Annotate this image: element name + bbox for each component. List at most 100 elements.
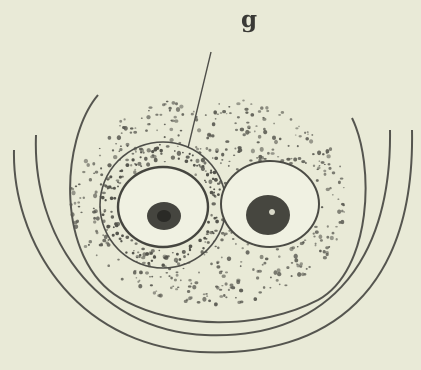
granule xyxy=(294,258,298,262)
granule xyxy=(96,254,98,256)
granule xyxy=(102,239,106,243)
granule xyxy=(145,129,148,132)
granule xyxy=(213,217,216,220)
granule xyxy=(279,284,281,286)
granule xyxy=(78,183,81,185)
granule xyxy=(175,288,178,290)
granule xyxy=(149,276,151,278)
granule xyxy=(203,293,206,295)
granule xyxy=(206,147,209,150)
granule xyxy=(139,256,141,258)
granule xyxy=(95,171,98,174)
granule xyxy=(107,264,110,267)
granule xyxy=(105,185,108,188)
granule xyxy=(190,296,192,299)
granule xyxy=(219,289,222,291)
granule xyxy=(146,115,150,119)
granule xyxy=(232,238,235,240)
granule xyxy=(277,156,279,157)
granule xyxy=(164,124,166,126)
granule xyxy=(141,248,145,251)
granule xyxy=(271,152,275,155)
granule xyxy=(210,191,214,195)
granule xyxy=(113,155,117,159)
granule xyxy=(130,239,133,241)
granule xyxy=(340,178,344,180)
granule xyxy=(158,250,160,251)
granule xyxy=(88,244,90,246)
granule xyxy=(146,162,150,166)
granule xyxy=(100,183,102,185)
granule xyxy=(291,275,293,277)
granule xyxy=(209,186,211,188)
granule xyxy=(218,103,220,105)
granule xyxy=(311,134,313,135)
granule xyxy=(188,279,191,282)
granule xyxy=(69,203,72,206)
granule xyxy=(117,185,119,187)
granule xyxy=(142,152,144,154)
granule xyxy=(230,287,232,289)
granule xyxy=(120,240,122,242)
granule xyxy=(170,286,173,289)
granule xyxy=(337,209,341,214)
granule xyxy=(110,197,114,201)
granule xyxy=(290,158,292,159)
granule xyxy=(164,161,166,162)
granule xyxy=(115,232,119,236)
granule xyxy=(234,122,236,124)
granule xyxy=(147,148,151,152)
granule xyxy=(219,188,221,190)
granule xyxy=(329,147,332,151)
granule xyxy=(241,247,243,249)
granule xyxy=(237,116,240,118)
granule xyxy=(72,191,76,196)
granule xyxy=(238,146,242,149)
granule xyxy=(169,138,173,142)
granule xyxy=(185,160,189,164)
granule xyxy=(161,263,164,266)
granule xyxy=(256,270,259,273)
granule xyxy=(102,234,104,236)
granule xyxy=(145,252,149,256)
granule xyxy=(204,241,206,242)
granule xyxy=(113,187,116,190)
granule xyxy=(313,236,315,238)
granule xyxy=(95,190,98,193)
granule xyxy=(278,255,281,258)
granule xyxy=(297,145,299,147)
granule xyxy=(177,146,179,147)
granule xyxy=(166,145,170,148)
granule xyxy=(84,159,88,163)
granule xyxy=(70,212,74,217)
granule xyxy=(148,123,150,125)
right-nucleus xyxy=(246,195,290,235)
granule xyxy=(222,110,226,113)
granule xyxy=(289,247,293,251)
granule xyxy=(137,162,141,166)
granule xyxy=(115,143,117,144)
granule xyxy=(99,148,101,149)
granule xyxy=(151,276,153,278)
granule xyxy=(100,167,102,169)
granule xyxy=(87,163,90,167)
granule xyxy=(121,234,124,237)
granule xyxy=(108,239,110,241)
granule xyxy=(93,208,95,210)
granule xyxy=(110,211,112,213)
granule xyxy=(130,164,132,167)
granule xyxy=(319,250,322,253)
granule xyxy=(133,250,135,251)
granule xyxy=(216,261,219,264)
granule xyxy=(74,221,78,225)
granule xyxy=(134,169,136,171)
granule xyxy=(170,120,172,122)
granule xyxy=(255,125,257,127)
granule xyxy=(277,272,281,276)
granule xyxy=(202,247,204,249)
granule xyxy=(134,127,136,128)
granule xyxy=(176,274,179,277)
granule xyxy=(228,106,230,108)
granule xyxy=(198,239,202,243)
